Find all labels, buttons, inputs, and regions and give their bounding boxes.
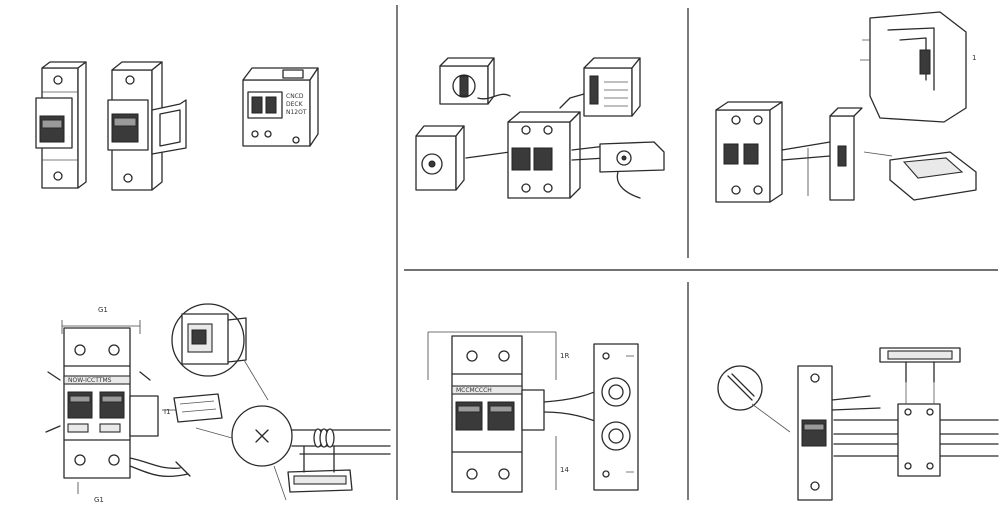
dim-label-right-bottom: 14	[560, 466, 569, 474]
label-bracket	[879, 347, 961, 383]
dim-label-right: I1	[164, 408, 171, 416]
label-plate	[173, 393, 223, 423]
isolator-sticker-line-1: CNCD	[286, 93, 304, 100]
din-rail-coil	[287, 428, 391, 493]
right-breaker	[715, 101, 831, 203]
breaker-bottom-center: MCCMCCCH	[451, 335, 523, 493]
side-module: I1	[129, 395, 176, 437]
magnifier-detail-cross	[195, 405, 293, 501]
breaker-with-auxiliary	[107, 61, 187, 191]
rail-mount	[829, 107, 893, 201]
dimension-bottom-center-top: 1R	[427, 331, 569, 380]
panel-top-center	[415, 57, 665, 199]
panel-bottom-left: G1 NOW-ICCTTMS	[45, 303, 391, 504]
panel-separators	[396, 5, 998, 500]
dim-label-bottom: G1	[94, 496, 104, 504]
dim-label-top: G1	[98, 306, 108, 314]
callout-label: 1	[972, 54, 976, 62]
double-pole-breaker: NOW-ICCTTMS	[63, 327, 131, 479]
isolator-sticker-line-3: N12OT	[286, 109, 307, 116]
isolator-left	[415, 125, 511, 191]
center-breaker	[507, 111, 581, 199]
wires-to-terminal: 14	[521, 385, 607, 490]
isolator-sticker-line-2: DECK	[286, 101, 304, 108]
breaker-label: NOW-ICCTTMS	[68, 377, 112, 384]
dimension-top: G1	[61, 306, 141, 334]
terminal-block	[593, 343, 639, 491]
base-plate	[889, 151, 977, 201]
dimension-bottom: G1	[77, 482, 104, 504]
magnifier-detail-screw	[717, 365, 791, 433]
isolator-switch: CNCD DECK N12OT	[242, 67, 319, 147]
breaker-bottom-right	[797, 365, 881, 501]
rotary-isolator	[439, 57, 511, 105]
panel-top-right: 1	[715, 11, 977, 203]
panel-bottom-right	[717, 347, 999, 501]
breaker-label-center: MCCMCCCH	[456, 387, 492, 394]
wiring-left	[45, 371, 191, 478]
dim-label-right-top: 1R	[560, 352, 569, 360]
panel-bottom-center: 1R MCCMCCCH 14	[427, 331, 639, 493]
breaker-single-pole	[35, 61, 87, 189]
panel-top-left: CNCD DECK N12OT	[35, 61, 319, 191]
enclosure-cutaway: 1	[860, 11, 976, 123]
bracket-mount	[897, 382, 941, 477]
meter-box	[559, 57, 641, 117]
connector-right	[571, 141, 665, 199]
magnifier-detail-terminal	[171, 303, 269, 401]
